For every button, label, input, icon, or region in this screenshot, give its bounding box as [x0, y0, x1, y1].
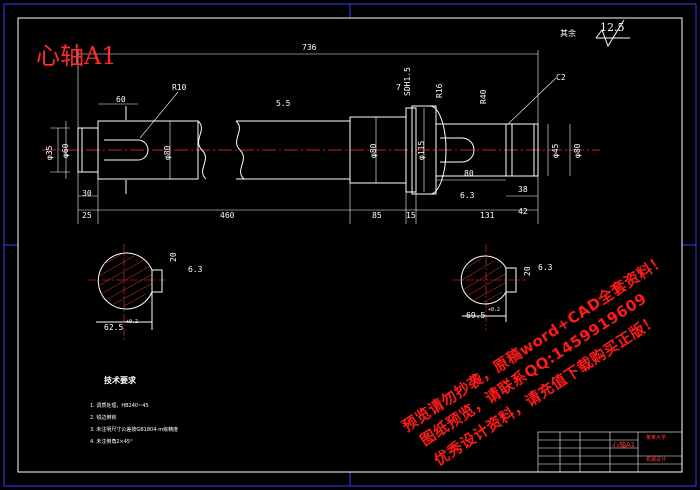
- dim-left-dia-c: φ80: [163, 145, 172, 160]
- dim-38: 38: [518, 185, 528, 194]
- sec2-dim: 69.5: [466, 311, 486, 320]
- dim-30: 30: [82, 189, 92, 198]
- sec2-rough: 6.3: [538, 263, 553, 272]
- sec1-key: 20: [169, 252, 178, 262]
- dim-42: 42: [518, 207, 528, 216]
- dim-r16: R16: [435, 83, 444, 98]
- dimension-lines: [50, 50, 571, 224]
- inner-frame: [17, 17, 683, 473]
- dim-left-dia-a: φ35: [45, 145, 54, 160]
- shaft-break: [197, 120, 350, 180]
- shaft-left-end: [77, 106, 199, 194]
- sec1-dim: 62.5: [104, 323, 124, 332]
- dim-right-dia-a: φ45: [551, 143, 560, 158]
- dim-15: 15: [406, 211, 416, 220]
- title-block-name: 心轴A1: [612, 441, 636, 449]
- drawing-title: 心轴A1: [36, 42, 117, 70]
- dim-r5: 5.5: [276, 99, 291, 108]
- tech-item: 4. 未注倒角2×45°: [90, 439, 133, 445]
- dim-7: 7: [396, 83, 401, 92]
- tech-item: 2. 锐边倒钝: [90, 415, 117, 421]
- dim-left-dia-b: φ60: [61, 143, 70, 158]
- dim-85: 85: [372, 211, 382, 220]
- title-block-org: 机械设计: [646, 457, 667, 463]
- dim-460: 460: [220, 211, 235, 220]
- dim-overall-length: 736: [302, 43, 317, 52]
- section-view-left: [88, 244, 168, 340]
- roughness-value: 12.5: [600, 21, 625, 34]
- dim-r10: R10: [172, 83, 187, 92]
- dim-r40: R40: [479, 89, 488, 104]
- shaft-body: [349, 105, 539, 195]
- dim-collar-dia: φ115: [417, 140, 426, 160]
- dim-131: 131: [480, 211, 495, 220]
- tech-item: 1. 调质处理，HB240~45: [90, 403, 149, 409]
- roughness-symbol: [595, 19, 630, 48]
- dim-mid-dia: φ80: [369, 143, 378, 158]
- sec1-tol: +0.2: [126, 319, 139, 325]
- sec2-key: 20: [523, 266, 532, 276]
- sec1-rough: 6.3: [188, 265, 203, 274]
- section-view-right: [452, 244, 526, 330]
- title-block-school: 某某大学: [646, 435, 667, 441]
- tech-item: 3. 未注明尺寸公差按GB1804-m级精度: [90, 427, 179, 433]
- tech-heading: 技术要求: [104, 376, 136, 385]
- dim-rough-63: 6.3: [460, 191, 475, 200]
- title-block: [537, 431, 683, 473]
- outer-frame: [3, 3, 697, 487]
- sec2-tol: +0.2: [488, 307, 501, 313]
- roughness-note: 其余: [560, 29, 576, 38]
- dim-60: 60: [116, 95, 126, 104]
- dim-25: 25: [82, 211, 92, 220]
- dim-c2: C2: [556, 73, 566, 82]
- dim-80: 80: [464, 169, 474, 178]
- dim-sdh: SDH1.5: [403, 67, 412, 96]
- section-hatch-right: [461, 257, 506, 303]
- section-hatch-left: [97, 253, 152, 307]
- dim-right-dia-b: φ80: [573, 143, 582, 158]
